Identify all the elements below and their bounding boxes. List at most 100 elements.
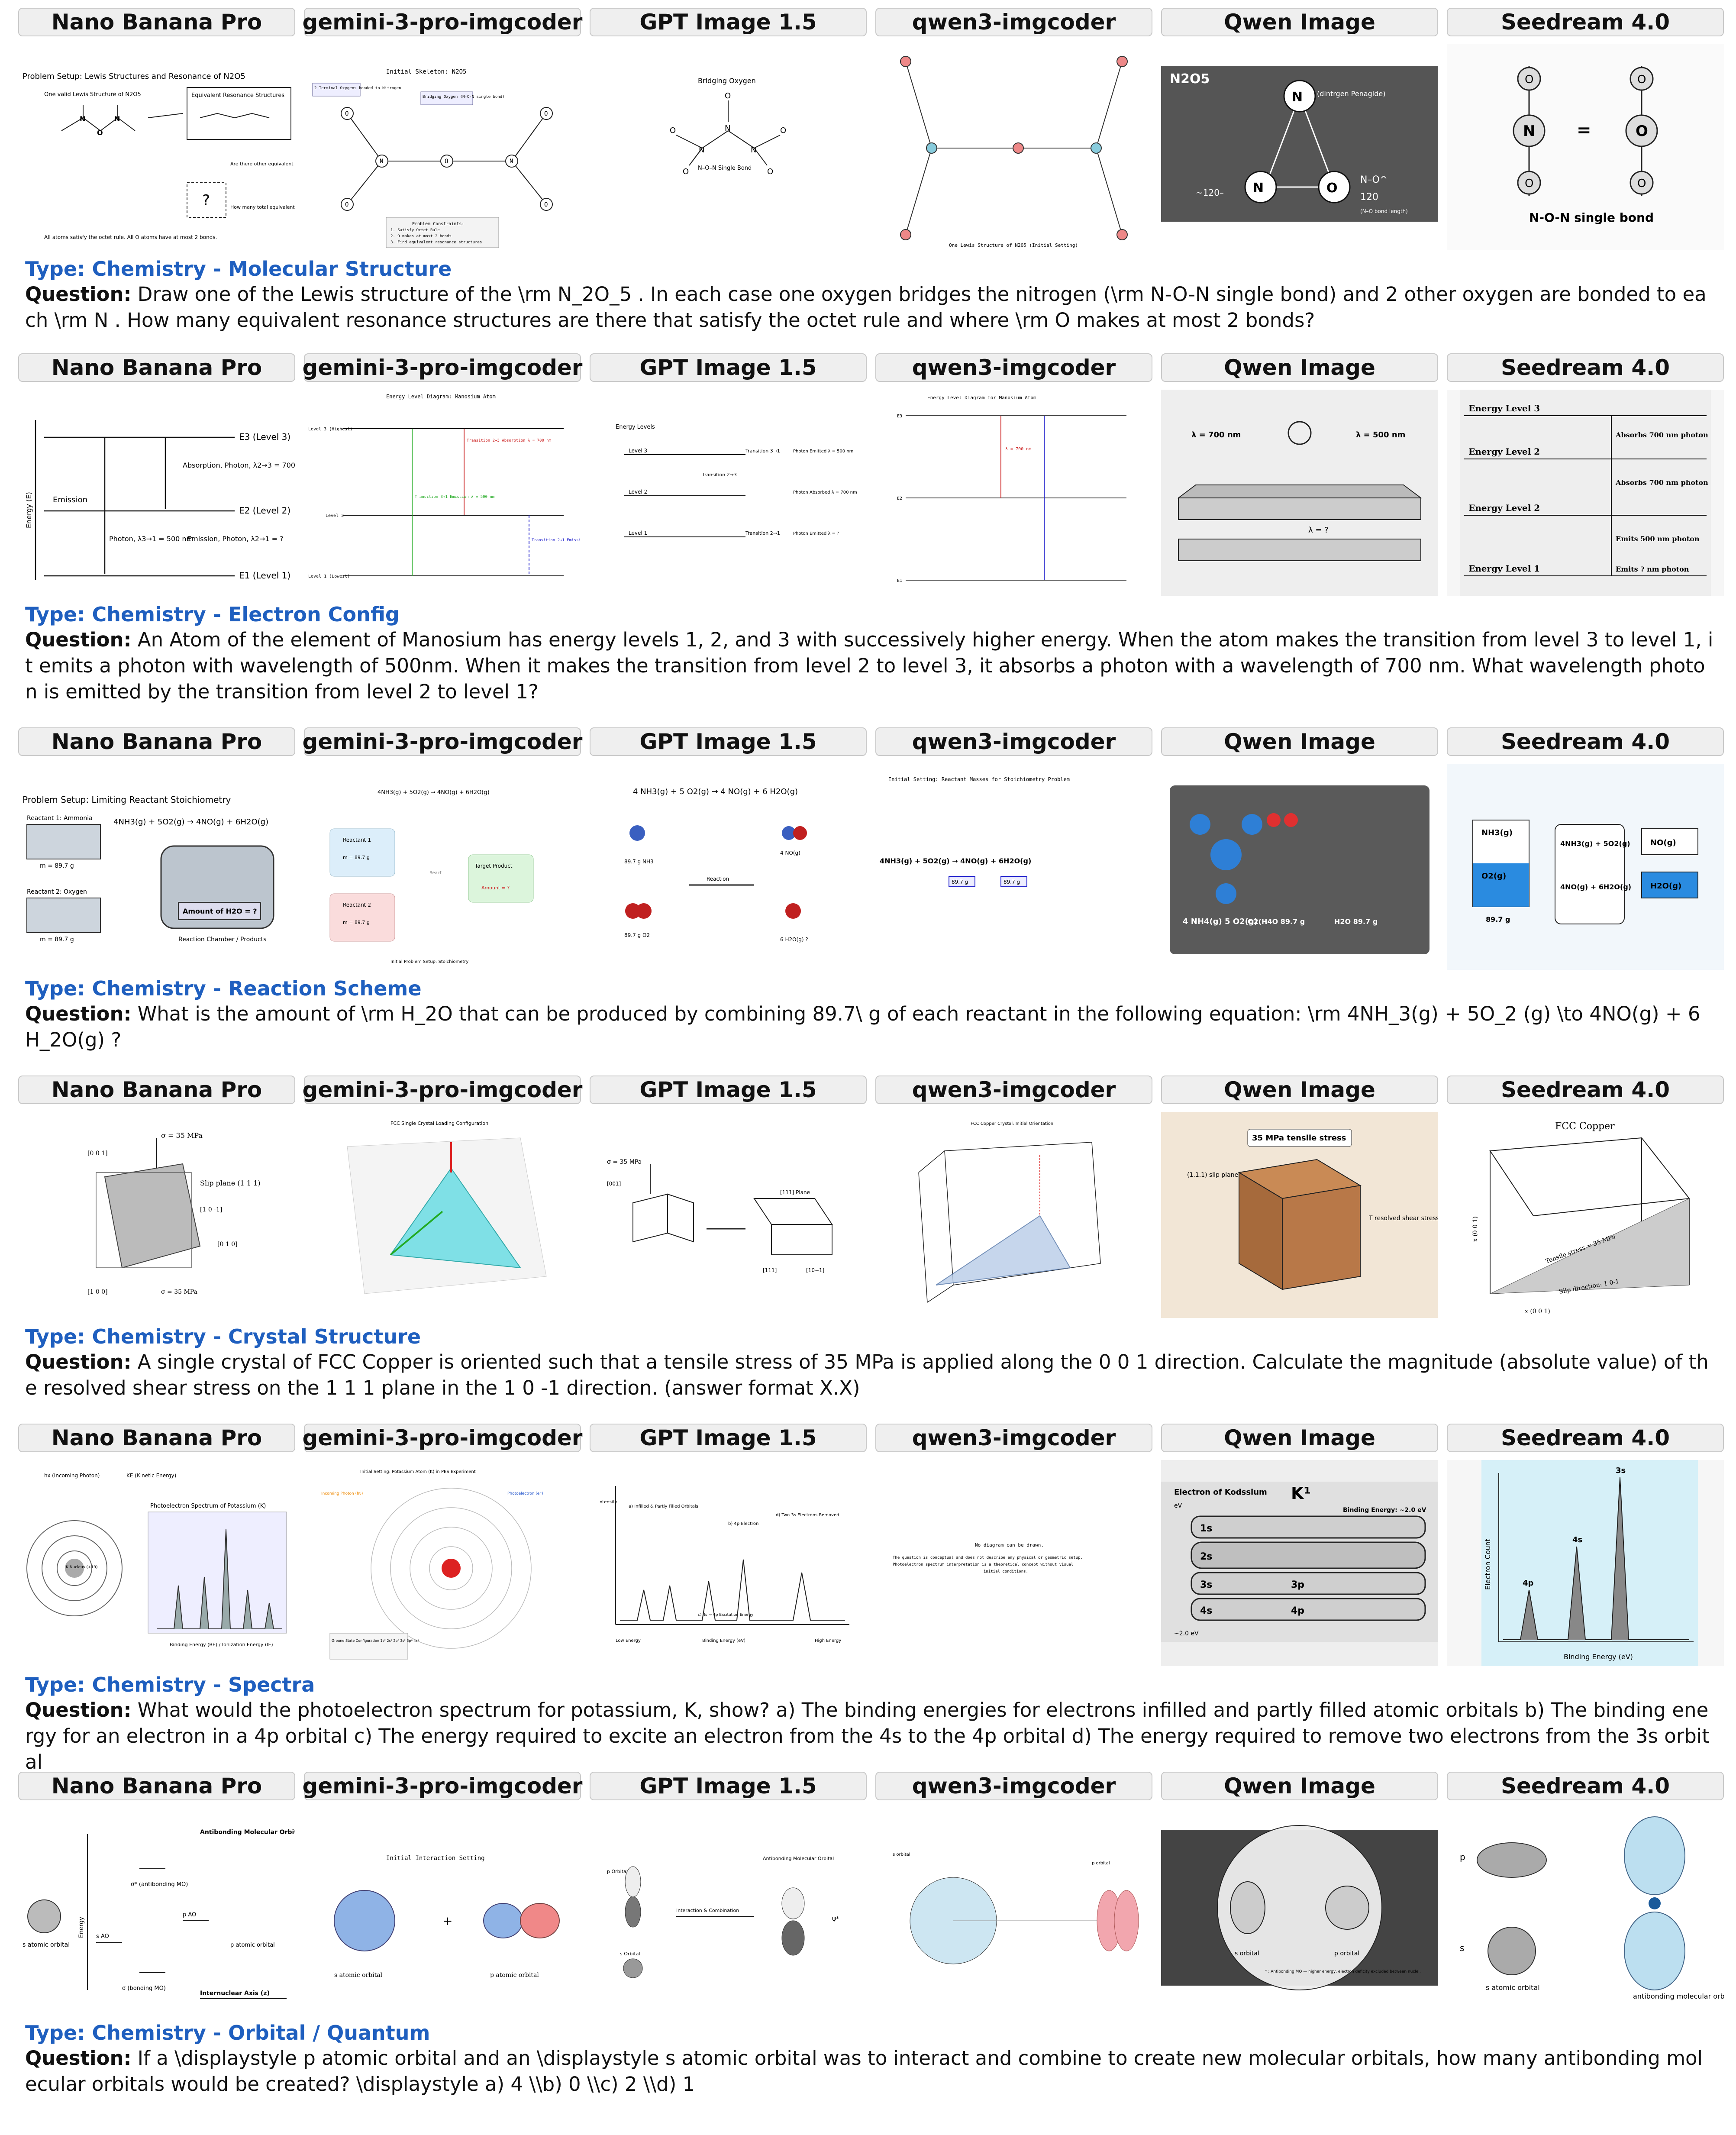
svg-text:λ = ?: λ = ? xyxy=(1308,526,1329,535)
column-header: gemini-3-pro-imgcoder xyxy=(303,1076,582,1104)
svg-text:4s: 4s xyxy=(1200,1605,1212,1616)
svg-text:4 NO(g): 4 NO(g) xyxy=(780,850,800,856)
svg-text:Absorption, Photon, λ2→3 = 700: Absorption, Photon, λ2→3 = 700 nm xyxy=(183,461,295,469)
panel-qwen-image: 35 MPa tensile stress (1.1.1) slip plane… xyxy=(1161,1112,1438,1318)
panel-nano-banana: Problem Setup: Lewis Structures and Reso… xyxy=(18,44,295,250)
svg-text:Transition 2→1 Emission λ = ?: Transition 2→1 Emission λ = ? xyxy=(532,538,581,543)
svg-text:~120–: ~120– xyxy=(1196,187,1224,198)
svg-text:Electron Count: Electron Count xyxy=(1484,1539,1492,1590)
svg-text:N: N xyxy=(1253,181,1264,196)
svg-text:Reactant 1: Reactant 1 xyxy=(343,837,371,843)
column-header: Nano Banana Pro xyxy=(18,727,295,756)
panel-nano-banana: Problem Setup: Limiting Reactant Stoichi… xyxy=(18,764,295,970)
svg-text:89.7 g O2: 89.7 g O2 xyxy=(624,932,650,938)
svg-text:Binding Energy (eV): Binding Energy (eV) xyxy=(1564,1653,1633,1661)
svg-text:Binding Energy (eV): Binding Energy (eV) xyxy=(702,1638,745,1643)
orbitals-qwen3: s orbital p orbital xyxy=(875,1808,1152,2014)
svg-text:The question is conceptual and: The question is conceptual and does not … xyxy=(893,1556,1083,1560)
svg-text:Ground State Configuration 1s²: Ground State Configuration 1s² 2s² 2p⁶ 3… xyxy=(332,1639,419,1643)
svg-text:s atomic orbital: s atomic orbital xyxy=(334,1972,383,1979)
svg-text:(N–O bond length): (N–O bond length) xyxy=(1360,208,1408,214)
svg-text:(dintrgen Penagide): (dintrgen Penagide) xyxy=(1317,90,1386,98)
svg-text:Emits ? nm photon: Emits ? nm photon xyxy=(1616,565,1689,573)
panel-qwen-image: λ = 700 nm λ = 500 nm λ = ? xyxy=(1161,390,1438,596)
svg-text:O: O xyxy=(670,126,676,135)
energy-levels-gpt: Energy Levels Level 3 Level 2 Level 1 Tr… xyxy=(590,390,867,596)
svg-text:Level 3 (Highest): Level 3 (Highest) xyxy=(308,427,352,432)
svg-text:σ (bonding MO): σ (bonding MO) xyxy=(122,1985,166,1992)
svg-text:hν (Incoming Photon): hν (Incoming Photon) xyxy=(44,1473,100,1479)
svg-text:m = 89.7 g: m = 89.7 g xyxy=(343,920,370,925)
svg-text:O: O xyxy=(544,110,548,117)
svg-text:High Energy: High Energy xyxy=(815,1638,841,1643)
crystal-qwen-image: 35 MPa tensile stress (1.1.1) slip plane… xyxy=(1161,1112,1438,1318)
panel-gemini-imgcoder: Energy Level Diagram: Manosium Atom Leve… xyxy=(304,390,581,596)
reactor-figure: Problem Setup: Limiting Reactant Stoichi… xyxy=(18,764,295,970)
column-header: Nano Banana Pro xyxy=(18,353,295,382)
svg-text:O: O xyxy=(780,126,786,135)
svg-text:O: O xyxy=(445,158,448,165)
column-header: Qwen Image xyxy=(1161,727,1438,756)
svg-text:Bridging Oxygen: Bridging Oxygen xyxy=(698,77,756,85)
question-type: Type: Chemistry - Molecular Structure xyxy=(25,257,452,281)
svg-text:FCC Single Crystal Loading Con: FCC Single Crystal Loading Configuration xyxy=(390,1121,488,1126)
svg-text:Problem Constraints:: Problem Constraints: xyxy=(412,222,464,226)
panel-gpt-image: p Orbital s Orbital Interaction & Combin… xyxy=(590,1808,867,2014)
svg-text:One Lewis Structure of N2O5 (I: One Lewis Structure of N2O5 (Initial Set… xyxy=(949,242,1078,248)
svg-text:Photon Emitted λ = 500 nm: Photon Emitted λ = 500 nm xyxy=(793,449,853,454)
panel-qwen-image: Electron of Kodssium K¹ Binding Energy: … xyxy=(1161,1460,1438,1666)
svg-text:m = 89.7 g: m = 89.7 g xyxy=(40,936,74,943)
svg-text:89.7 g: 89.7 g xyxy=(952,879,968,885)
mo-diagram-nano: s atomic orbital Energy Antibonding Mole… xyxy=(18,1808,295,2014)
energy-levels-qwen3: Energy Level Diagram for Manosium Atom E… xyxy=(875,390,1152,596)
column-header: gemini-3-pro-imgcoder xyxy=(303,1772,582,1800)
svg-text:O: O xyxy=(345,201,348,208)
svg-text:4p: 4p xyxy=(1291,1605,1304,1616)
column-header: GPT Image 1.5 xyxy=(590,353,867,382)
svg-text:Photoelectron Spectrum of Pota: Photoelectron Spectrum of Potassium (K) xyxy=(150,1503,266,1509)
svg-text:O: O xyxy=(1525,177,1533,190)
svg-text:E2 (Level 2): E2 (Level 2) xyxy=(239,505,290,516)
reaction-gpt: 4 NH3(g) + 5 O2(g) → 4 NO(g) + 6 H2O(g) … xyxy=(590,764,867,970)
svg-text:Initial Setting: Potassium Ato: Initial Setting: Potassium Atom (K) in P… xyxy=(360,1470,476,1474)
panel-seedream: Energy Level 3 Energy Level 2 Energy Lev… xyxy=(1447,390,1724,596)
column-header: GPT Image 1.5 xyxy=(590,1424,867,1452)
panel-gpt-image: 4 NH3(g) + 5 O2(g) → 4 NO(g) + 6 H2O(g) … xyxy=(590,764,867,970)
svg-text:ψ*: ψ* xyxy=(832,1915,839,1922)
svg-text:p atomic orbital: p atomic orbital xyxy=(230,1942,275,1948)
panel-qwen3-imgcoder: No diagram can be drawn. The question is… xyxy=(875,1460,1152,1666)
column-header: Seedream 4.0 xyxy=(1447,1424,1724,1452)
svg-text:Emission, Photon, λ2→1 = ?: Emission, Photon, λ2→1 = ? xyxy=(187,535,284,543)
crystal-gpt: σ = 35 MPa [001] [111] Plane [10−1] [111… xyxy=(590,1112,867,1318)
crystal-nano: σ = 35 MPa Slip plane (1 1 1) [1 0 -1] [… xyxy=(18,1112,295,1318)
svg-text:Energy Level 2: Energy Level 2 xyxy=(1468,503,1540,513)
svg-text:O2(g): O2(g) xyxy=(1481,872,1506,881)
svg-text:2. O makes at most 2 bonds: 2. O makes at most 2 bonds xyxy=(390,234,452,239)
svg-text:Level 3: Level 3 xyxy=(629,448,647,454)
panel-gemini-imgcoder: Initial Setting: Potassium Atom (K) in P… xyxy=(304,1460,581,1666)
crystal-seedream: FCC Copper x (0 0 1) Tensile stress = 35… xyxy=(1447,1112,1724,1318)
svg-text:E1 (Level 1): E1 (Level 1) xyxy=(239,570,290,581)
column-header: gemini-3-pro-imgcoder xyxy=(303,1424,582,1452)
qwen-image-reaction: 4 NH4(g) 5 O2(g) O2(H4O 89.7 g H2O 89.7 … xyxy=(1161,764,1438,970)
svg-text:Emission: Emission xyxy=(53,495,87,504)
svg-text:O: O xyxy=(767,167,773,176)
column-header: gemini-3-pro-imgcoder xyxy=(303,8,582,36)
column-header: Nano Banana Pro xyxy=(18,1424,295,1452)
panel-gemini-imgcoder: Initial Interaction Setting + s atomic o… xyxy=(304,1808,581,2014)
svg-text:m = 89.7 g: m = 89.7 g xyxy=(40,862,74,869)
svg-text:89.7 g: 89.7 g xyxy=(1486,915,1510,924)
column-header: Seedream 4.0 xyxy=(1447,353,1724,382)
svg-text:Absorbs 700 nm photon: Absorbs 700 nm photon xyxy=(1615,431,1708,439)
svg-text:3s: 3s xyxy=(1200,1579,1212,1590)
n2o5-skeleton-figure: Initial Skeleton: N2O5 2 Terminal Oxygen… xyxy=(304,44,581,250)
svg-text:E1: E1 xyxy=(897,578,902,583)
svg-text:O: O xyxy=(544,201,548,208)
column-header: gemini-3-pro-imgcoder xyxy=(303,353,582,382)
svg-text:T resolved shear stress: T resolved shear stress xyxy=(1368,1215,1438,1222)
svg-text:K¹: K¹ xyxy=(1291,1484,1311,1503)
svg-text:Photon, λ3→1 = 500 nm: Photon, λ3→1 = 500 nm xyxy=(109,535,193,543)
svg-text:N2O5: N2O5 xyxy=(1170,71,1210,87)
svg-text:s atomic orbital: s atomic orbital xyxy=(1486,1983,1540,1992)
svg-text:O: O xyxy=(725,91,731,100)
